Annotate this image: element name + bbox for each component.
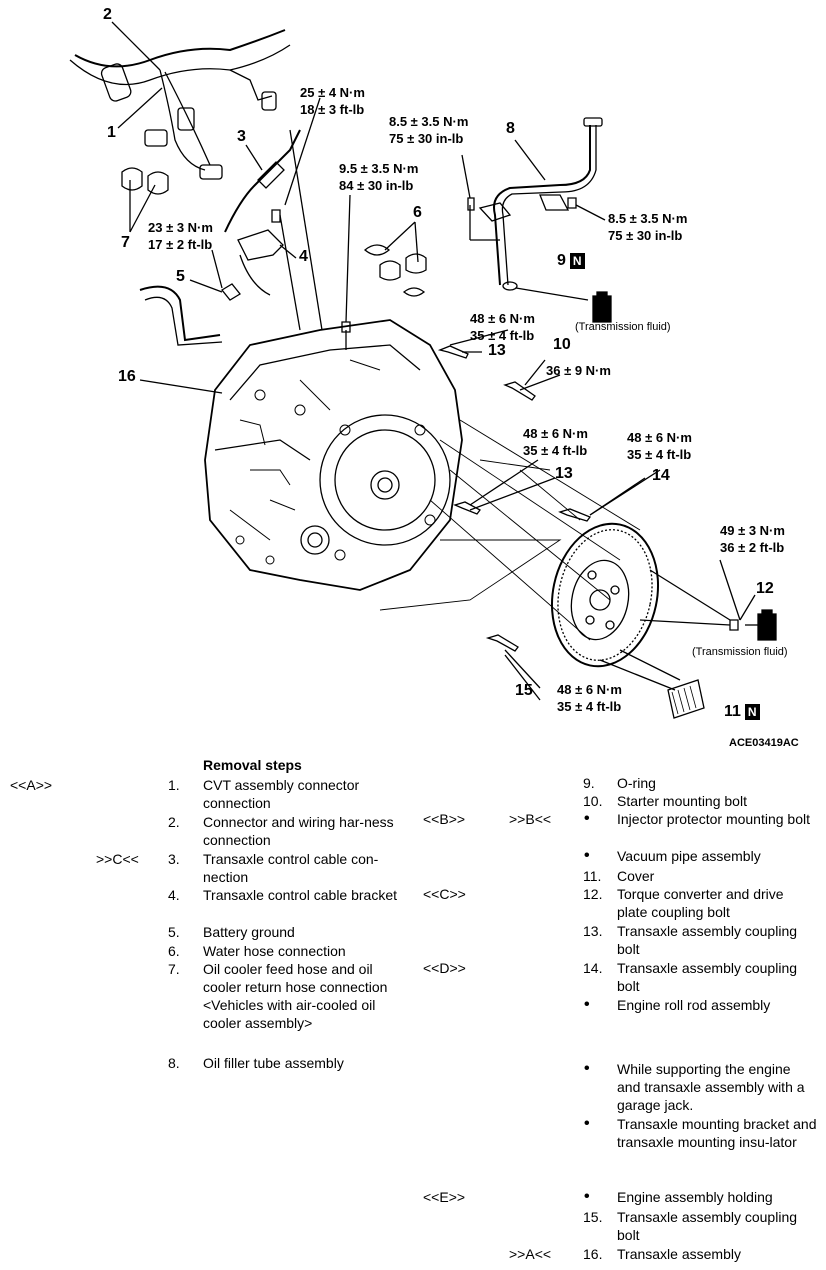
hose-clamp <box>121 167 143 191</box>
bullet: • <box>584 847 590 864</box>
callout-13-upper: 13 <box>488 342 506 359</box>
callout-4: 4 <box>299 248 308 265</box>
step-text: Transaxle control cable con-nection <box>203 851 379 885</box>
transaxle-illustration <box>69 21 777 719</box>
step-text: Battery ground <box>203 924 295 940</box>
service-marker: <<A>> <box>10 777 53 793</box>
service-marker: <<D>> <box>423 960 466 976</box>
cable-bracket <box>237 229 284 261</box>
service-marker: >>A<< <box>509 1246 552 1262</box>
step-number: 6. <box>168 943 180 959</box>
step-text: Engine assembly holding <box>617 1189 773 1205</box>
wiring-harness <box>74 29 286 68</box>
callout-6: 6 <box>413 204 422 221</box>
step-text: O-ring <box>617 775 656 791</box>
service-marker: >>B<< <box>509 811 552 827</box>
new-part-badge: N <box>744 703 760 720</box>
control-cable <box>224 129 301 233</box>
step-text: Oil cooler feed hose and oil cooler retu… <box>203 961 388 1031</box>
figure-reference: ACE03419AC <box>729 737 799 749</box>
callout-5: 5 <box>176 268 185 285</box>
fluid-label: (Transmission fluid) <box>575 321 671 333</box>
step-number: 7. <box>168 961 180 977</box>
step-number: 1. <box>168 777 180 793</box>
step-number: 8. <box>168 1055 180 1071</box>
step-text: CVT assembly connector connection <box>203 777 360 811</box>
callout-13-lower: 13 <box>555 465 573 482</box>
step-text: Starter mounting bolt <box>617 793 747 809</box>
step-number: 14. <box>583 960 603 976</box>
step-text: Vacuum pipe assembly <box>617 848 761 864</box>
step-text: Engine roll rod assembly <box>617 997 771 1013</box>
service-marker: <<B>> <box>423 811 466 827</box>
step-number: 9. <box>583 775 595 791</box>
callout-15: 15 <box>515 682 533 699</box>
bullet: • <box>584 1115 590 1132</box>
service-marker: <<E>> <box>423 1189 466 1205</box>
callout-1: 1 <box>107 124 116 141</box>
bullet: • <box>584 1060 590 1077</box>
callout-10: 10 <box>553 336 571 353</box>
step-number: 16. <box>583 1246 603 1262</box>
fluid-label: (Transmission fluid) <box>692 646 788 658</box>
bullet: • <box>584 996 590 1013</box>
step-text: Water hose connection <box>203 943 346 959</box>
step-number: 13. <box>583 923 603 939</box>
step-text: Transaxle assembly coupling bolt <box>617 923 798 957</box>
step-text: Transaxle assembly coupling bolt <box>617 1209 798 1243</box>
step-number: 10. <box>583 793 603 809</box>
callout-12: 12 <box>756 580 774 597</box>
step-text: Transaxle assembly <box>617 1246 741 1262</box>
callout-3: 3 <box>237 128 246 145</box>
step-text: Injector protector mounting bolt <box>617 811 810 827</box>
step-number: 4. <box>168 887 180 903</box>
cover-plate <box>667 679 705 719</box>
step-text: Oil filler tube assembly <box>203 1055 344 1071</box>
oil-filler-tube <box>493 125 591 286</box>
callout-2: 2 <box>103 6 112 23</box>
torque-spec: 36 ± 9 N·m <box>546 363 611 378</box>
service-marker: >>C<< <box>96 851 139 867</box>
step-text: Transaxle assembly coupling bolt <box>617 960 798 994</box>
step-text: Transaxle mounting bracket and transaxle… <box>617 1116 817 1150</box>
callout-8: 8 <box>506 120 515 137</box>
fluid-bottle-icon <box>592 291 612 323</box>
step-text: Transaxle control cable bracket <box>203 887 398 903</box>
service-marker: <<C>> <box>423 886 466 902</box>
callout-16: 16 <box>118 368 136 385</box>
step-number: 5. <box>168 924 180 940</box>
new-part-badge: N <box>569 252 585 269</box>
step-number: 2. <box>168 814 180 830</box>
step-text: Cover <box>617 868 655 884</box>
drive-plate <box>550 522 660 668</box>
bullet: • <box>584 1188 590 1205</box>
step-text: Connector and wiring har-ness connection <box>203 814 394 848</box>
step-number: 11. <box>583 868 602 884</box>
step-text: While supporting the engine and transaxl… <box>617 1061 805 1113</box>
callout-14: 14 <box>652 467 670 484</box>
vent-hose <box>139 285 221 342</box>
transaxle-case <box>204 319 463 591</box>
procedure-heading: Removal steps <box>203 757 302 773</box>
step-text: Torque converter and drive plate couplin… <box>617 886 784 920</box>
bullet: • <box>584 810 590 827</box>
step-number: 3. <box>168 851 180 867</box>
step-number: 12. <box>583 886 603 902</box>
step-number: 15. <box>583 1209 603 1225</box>
callout-7: 7 <box>121 234 130 251</box>
